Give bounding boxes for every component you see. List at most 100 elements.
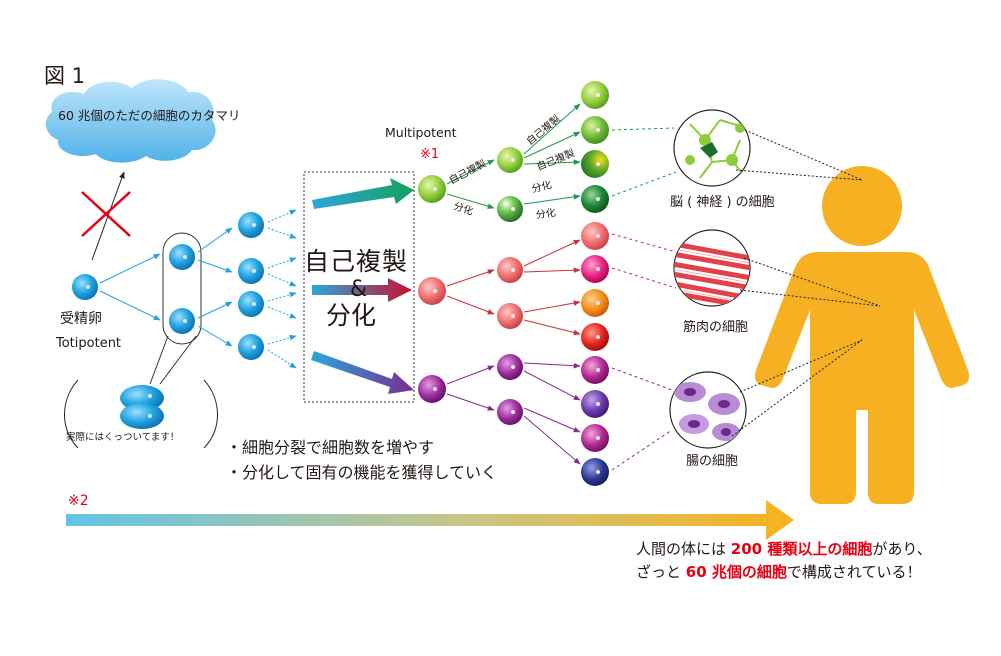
gut-cell-2: [581, 390, 609, 418]
conclusion-highlight: 200 種類以上の細胞: [730, 540, 873, 558]
neuron-tissue-illustration: [673, 109, 751, 187]
branch-arrow: [446, 365, 495, 385]
self-renewal-differentiation-box: [303, 171, 415, 403]
note-mark-1: ※1: [420, 147, 440, 162]
cell-nucleus: [252, 345, 256, 349]
cell-nucleus: [252, 269, 256, 273]
muscle-tissue-illustration: [673, 229, 751, 307]
cell-nucleus: [511, 158, 515, 162]
cell-nucleus: [596, 162, 600, 166]
cell-nucleus: [511, 207, 515, 211]
conclusion-highlight: 60 兆個の細胞: [685, 563, 787, 581]
bracket-left: [64, 379, 79, 449]
division-arrow: [99, 290, 161, 321]
conclusion-text: ざっと: [636, 563, 686, 581]
cell-nucleus: [596, 197, 600, 201]
gut-cell-label: 腸の細胞: [686, 454, 739, 469]
self-renewal-arrow: [523, 103, 581, 155]
cell-nucleus: [252, 302, 256, 306]
multipotent-cell-purple: [418, 375, 446, 403]
cell-nucleus: [183, 255, 187, 259]
human-body-silhouette: [755, 166, 969, 504]
stem-cell: [169, 308, 195, 334]
muscle-cell-3: [581, 289, 609, 317]
progenitor-cell: [497, 354, 523, 380]
conclusion-line-2: ざっと 60 兆個の細胞で構成されている！: [636, 565, 921, 580]
progenitor-cell: [497, 147, 523, 173]
branch-arrow: [446, 269, 495, 287]
four-cell-stage: [238, 212, 264, 360]
stem-cell: [169, 244, 195, 270]
cell-nucleus: [433, 289, 437, 293]
cell-nucleus: [433, 187, 437, 191]
differentiation-arrow: [523, 159, 581, 166]
cell-nucleus: [511, 365, 515, 369]
neural-cell-1: [581, 81, 609, 109]
multipotent-label: Multipotent: [385, 125, 457, 140]
lineage-arrow-green: [312, 178, 414, 209]
lineage-arrow-purple: [311, 351, 414, 394]
division-arrow: [197, 301, 233, 319]
self-renewal-arrow: [523, 131, 581, 159]
branch-arrow: [446, 393, 495, 411]
multipotent-cell-green: [418, 175, 446, 203]
neural-cell-3: [581, 150, 609, 178]
cell-nucleus: [596, 301, 600, 305]
cell-nucleus: [433, 387, 437, 391]
bullet-1: ・細胞分裂で細胞数を増やす: [226, 438, 435, 457]
cell-nucleus: [148, 414, 152, 418]
bullet-2: ・分化して固有の機能を獲得していく: [226, 463, 498, 482]
muscle-cell-1: [581, 222, 609, 250]
gut-tissue-illustration: [669, 371, 747, 449]
muscle-cell-label: 筋肉の細胞: [683, 320, 749, 335]
muscle-cell-2: [581, 255, 609, 283]
cell-nucleus: [596, 402, 600, 406]
attached-cell-top: [120, 385, 164, 411]
muscle-cell-4: [581, 323, 609, 351]
gut-cell-3: [581, 424, 609, 452]
two-cell-capsule: [162, 232, 202, 345]
gut-cell-4: [581, 458, 609, 486]
cell-nucleus: [596, 436, 600, 440]
center-box-line2: 分化: [326, 301, 377, 330]
fertilized-egg-label: 受精卵: [60, 311, 102, 327]
progenitor-cell: [497, 303, 523, 329]
cell-nucleus: [596, 93, 600, 97]
progenitor-cell: [497, 399, 523, 425]
body-connectors: [731, 129, 881, 437]
cell-nucleus: [148, 394, 152, 398]
totipotent-label: Totipotent: [56, 336, 122, 351]
center-box-line1: 自己複製: [304, 247, 409, 276]
division-arrow: [197, 325, 233, 347]
cell-nucleus: [511, 314, 515, 318]
pointer-line: [149, 335, 169, 385]
cell-nucleus: [252, 223, 256, 227]
neural-cell-2: [581, 116, 609, 144]
stem-cell: [238, 291, 264, 317]
division-arrow: [197, 227, 233, 253]
division-arrow: [99, 253, 161, 284]
lineage-arrow-red: [312, 278, 412, 302]
cross-mark-line-2: [81, 191, 131, 237]
stem-cell: [238, 258, 264, 284]
tissue-connectors: [611, 127, 677, 471]
actual-note: 実際にはくっついてます！: [66, 432, 180, 443]
attached-cell-bottom: [120, 403, 164, 429]
differentiation-arrow: [523, 194, 581, 205]
center-box-amp: &: [350, 277, 368, 302]
cell-nucleus: [596, 470, 600, 474]
branch-arrow: [446, 295, 495, 315]
figure-label: 図 1: [44, 64, 86, 88]
conclusion-text: 人間の体には: [636, 540, 731, 558]
branch-arrow: [523, 370, 581, 401]
neural-cell-4: [581, 185, 609, 213]
cell-nucleus: [596, 267, 600, 271]
cell-mass-cloud: [45, 79, 216, 163]
multipotent-cell-red: [418, 277, 446, 305]
stem-cell: [238, 212, 264, 238]
conclusion-text: があり、: [872, 540, 932, 558]
brain-cell-label: 脳 ( 神経 ) の細胞: [670, 195, 775, 210]
branch-arrow: [523, 407, 581, 433]
bracket-right: [203, 379, 218, 449]
